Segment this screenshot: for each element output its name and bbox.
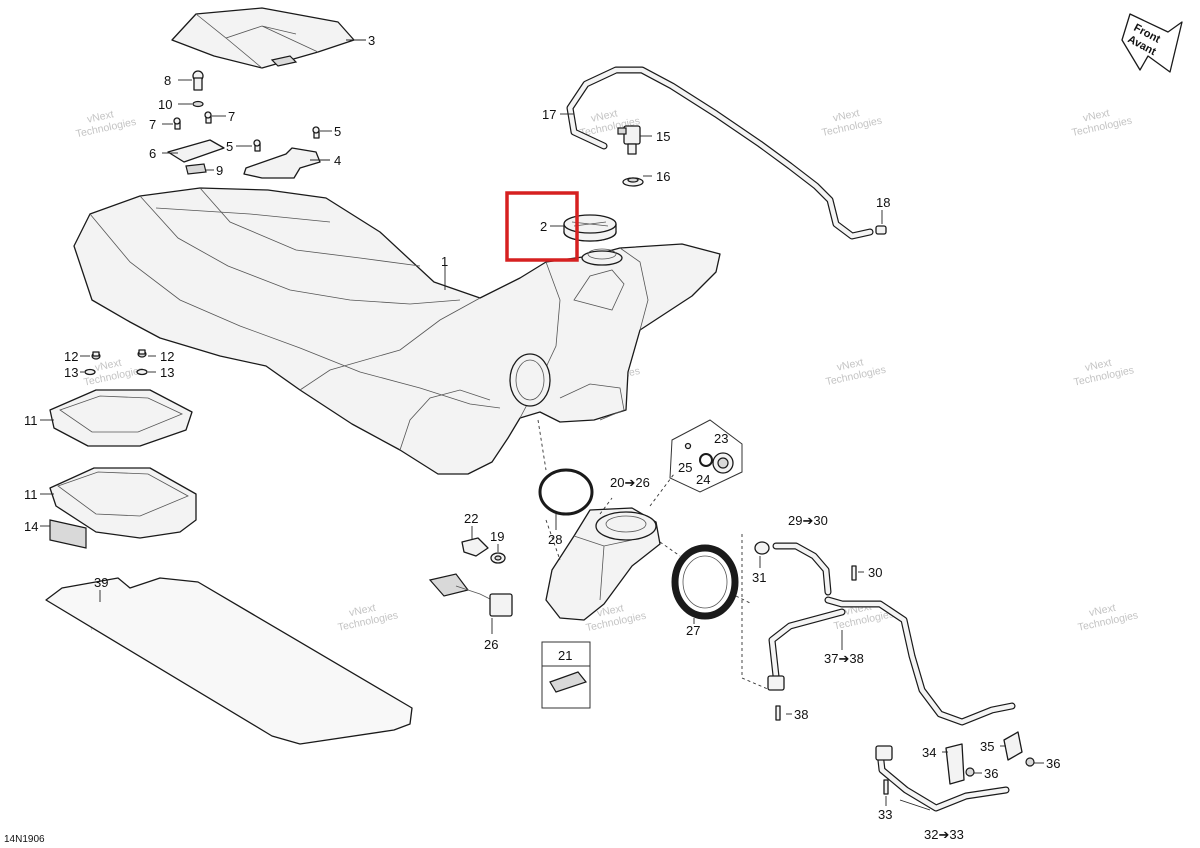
filter-detail-box xyxy=(541,641,591,709)
callout-13-left: 13 xyxy=(64,365,78,380)
callout-11-upper: 11 xyxy=(24,413,38,428)
callout-5-left: 5 xyxy=(226,139,233,154)
front-direction-arrow: Front Avant xyxy=(1121,13,1183,73)
watermark: vNext xyxy=(836,356,865,373)
callout-21: 21 xyxy=(558,648,572,663)
vent-hose-part xyxy=(566,66,887,240)
callout-3: 3 xyxy=(368,33,375,48)
callout-28: 28 xyxy=(548,532,562,547)
callout-7-right: 7 xyxy=(228,109,235,124)
callout-labels: 3 8 10 7 7 5 5 6 9 4 1 2 17 15 16 18 12 … xyxy=(24,33,1060,842)
diagram-reference-code: 14N1906 xyxy=(4,834,45,845)
callout-30: 30 xyxy=(868,565,882,580)
callout-9: 9 xyxy=(216,163,223,178)
callout-4: 4 xyxy=(334,153,341,168)
callout-13-right: 13 xyxy=(160,365,174,380)
callout-16: 16 xyxy=(656,169,670,184)
watermark: vNext xyxy=(1088,602,1117,619)
watermark: vNext xyxy=(86,108,115,125)
callout-2: 2 xyxy=(540,219,547,234)
callout-14: 14 xyxy=(24,519,38,534)
callout-25: 25 xyxy=(678,460,692,475)
callout-11-lower: 11 xyxy=(24,487,38,502)
callout-5-right: 5 xyxy=(334,124,341,139)
watermark: vNext xyxy=(1082,107,1111,124)
callout-38: 38 xyxy=(794,707,808,722)
vent-valve-part xyxy=(617,125,644,187)
callout-29-30: 29➔30 xyxy=(788,513,828,528)
callout-24: 24 xyxy=(696,472,710,487)
callout-6: 6 xyxy=(149,146,156,161)
callout-33: 33 xyxy=(878,807,892,822)
watermark: vNext xyxy=(596,602,625,619)
watermark: vNext xyxy=(348,602,377,619)
callout-39: 39 xyxy=(94,575,108,590)
callout-12-left: 12 xyxy=(64,349,78,364)
callout-7-left: 7 xyxy=(149,117,156,132)
cover-plate-assembly xyxy=(49,349,197,549)
leader-lines xyxy=(40,39,1044,811)
callout-35: 35 xyxy=(980,739,994,754)
watermark: vNext xyxy=(94,357,123,374)
fuel-tank-part xyxy=(73,187,721,475)
callout-34: 34 xyxy=(922,745,936,760)
callout-27: 27 xyxy=(686,623,700,638)
top-cover-part xyxy=(171,7,355,69)
cap-detail-box xyxy=(669,419,743,493)
callout-8: 8 xyxy=(164,73,171,88)
callout-22: 22 xyxy=(464,511,478,526)
callout-12-right: 12 xyxy=(160,349,174,364)
sensor-parts xyxy=(428,537,513,617)
callout-19: 19 xyxy=(490,529,504,544)
callout-10: 10 xyxy=(158,97,172,112)
fuel-pump-assembly xyxy=(538,442,739,693)
callout-18: 18 xyxy=(876,195,890,210)
bracket-hardware xyxy=(167,70,321,179)
callout-36-right: 36 xyxy=(1046,756,1060,771)
callout-32-33: 32➔33 xyxy=(924,827,964,842)
watermark: vNext xyxy=(590,108,619,125)
watermark: vNext xyxy=(832,107,861,124)
part-highlight-box xyxy=(505,191,579,262)
callout-17: 17 xyxy=(542,107,556,122)
callout-26: 26 xyxy=(484,637,498,652)
callout-1: 1 xyxy=(441,254,448,269)
fuel-cap-part xyxy=(563,214,617,242)
callout-20-26: 20➔26 xyxy=(610,475,650,490)
callout-23: 23 xyxy=(714,431,728,446)
fuel-hose-assembly xyxy=(754,541,1035,812)
callout-31: 31 xyxy=(752,570,766,585)
watermark: vNext xyxy=(1084,357,1113,374)
floor-pad-part xyxy=(45,577,413,745)
callout-37-38: 37➔38 xyxy=(824,651,864,666)
callout-15: 15 xyxy=(656,129,670,144)
callout-36-left: 36 xyxy=(984,766,998,781)
